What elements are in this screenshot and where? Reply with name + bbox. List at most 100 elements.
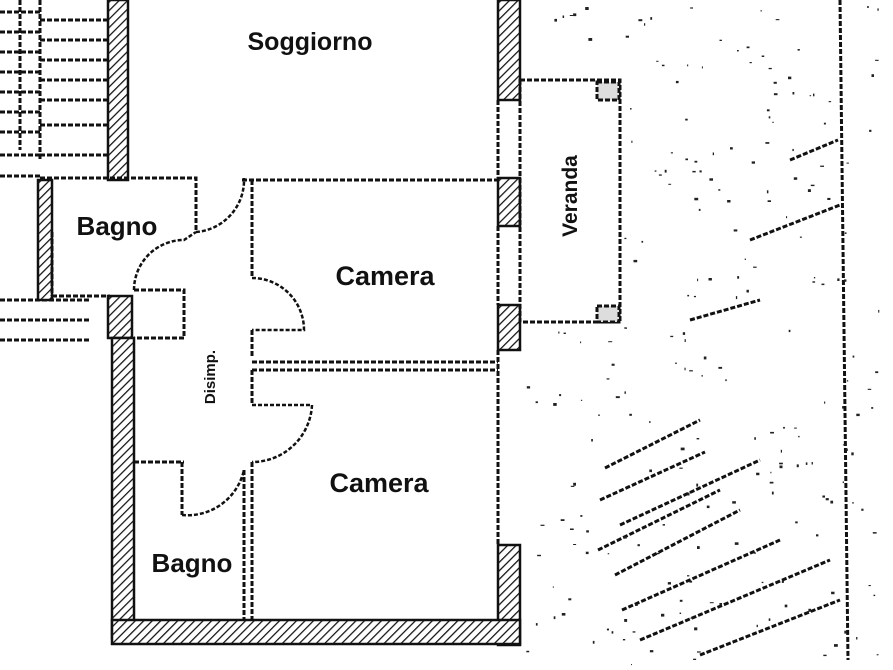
noise-speck — [624, 327, 627, 329]
noise-speck — [823, 122, 826, 125]
noise-speck — [871, 407, 874, 409]
noise-speck — [719, 39, 722, 41]
noise-speck — [552, 586, 554, 588]
noise-speck — [696, 438, 700, 440]
noise-speck — [822, 495, 825, 498]
noise-speck — [867, 388, 872, 390]
noise-speck — [846, 380, 849, 382]
noise-speck — [766, 109, 770, 112]
noise-speck — [606, 628, 609, 631]
noise-speck — [869, 129, 872, 132]
noise-speck — [553, 616, 556, 620]
noise-speck — [560, 519, 565, 521]
noise-speck — [784, 604, 788, 608]
noise-speck — [592, 640, 595, 644]
noise-speck — [568, 598, 572, 601]
noise-speck — [625, 35, 629, 38]
label-soggiorno: Soggiorno — [248, 28, 373, 56]
noise-speck — [831, 591, 835, 595]
label-camera-upper: Camera — [335, 261, 435, 291]
noise-speck — [760, 10, 762, 12]
noise-speck — [685, 118, 688, 121]
noise-speck — [561, 613, 566, 616]
noise-speck — [709, 602, 714, 604]
noise-speck — [662, 524, 665, 526]
noise-speck — [730, 147, 733, 150]
noise-speck — [697, 278, 699, 282]
noise-speck — [554, 18, 557, 22]
noise-speck — [825, 498, 829, 501]
noise-speck — [878, 309, 880, 313]
noise-speck — [637, 544, 640, 547]
noise-speck — [680, 447, 685, 451]
noise-speck — [852, 355, 855, 358]
noise-speck — [844, 630, 847, 634]
noise-speck — [649, 650, 654, 653]
noise-speck — [635, 604, 638, 606]
label-veranda: Veranda — [559, 155, 582, 237]
noise-speck — [746, 46, 750, 49]
noise-speck — [692, 170, 696, 173]
noise-speck — [670, 335, 674, 338]
noise-speck — [770, 471, 772, 474]
noise-speck — [788, 329, 791, 333]
noise-speck — [580, 399, 583, 401]
label-camera-lower: Camera — [329, 468, 429, 498]
noise-speck — [875, 371, 879, 374]
noise-speck — [749, 62, 752, 64]
noise-speck — [780, 449, 782, 453]
noise-speck — [696, 483, 699, 487]
noise-speck — [701, 66, 703, 69]
noise-speck — [844, 232, 847, 234]
noise-speck — [624, 237, 627, 240]
noise-speck — [540, 524, 545, 526]
noise-speck — [668, 183, 672, 185]
noise-speck — [756, 624, 758, 628]
noise-speck — [746, 289, 749, 293]
noise-speck — [737, 276, 740, 279]
noise-speck — [633, 259, 638, 263]
noise-speck — [781, 580, 784, 583]
noise-speck — [834, 644, 838, 647]
noise-speck — [808, 608, 811, 612]
noise-speck — [697, 546, 700, 549]
noise-speck — [768, 116, 771, 119]
noise-speck — [649, 469, 652, 473]
noise-speck — [805, 462, 808, 465]
noise-speck — [641, 240, 644, 243]
noise-speck — [754, 437, 756, 440]
noise-speck — [765, 142, 770, 144]
noise-speck — [766, 190, 769, 194]
noise-speck — [687, 575, 690, 577]
noise-speck — [813, 93, 815, 97]
noise-speck — [732, 501, 736, 504]
noise-speck — [856, 637, 858, 640]
noise-speck — [871, 74, 874, 77]
noise-speck — [779, 465, 783, 469]
noise-speck — [767, 200, 771, 202]
noise-speck — [701, 375, 703, 377]
noise-speck — [733, 229, 738, 232]
noise-speck — [794, 427, 797, 429]
noise-speck — [744, 258, 746, 260]
noise-speck — [562, 15, 565, 18]
noise-speck — [851, 452, 854, 456]
noise-speck — [606, 378, 610, 380]
noise-speck — [649, 421, 651, 423]
noise-speck — [586, 530, 589, 533]
noise-speck — [650, 17, 653, 20]
noise-speck — [867, 6, 869, 8]
noise-speck — [608, 341, 613, 343]
noise-speck — [779, 462, 783, 465]
noise-speck — [611, 363, 615, 366]
noise-speck — [768, 618, 771, 621]
noise-speck — [699, 170, 702, 173]
noise-speck — [693, 295, 696, 298]
noise-speck — [573, 544, 577, 545]
noise-speck — [675, 80, 679, 84]
label-bagno-lower: Bagno — [152, 548, 233, 578]
noise-speck — [580, 341, 582, 344]
noise-speck — [638, 19, 643, 22]
noise-speck — [837, 278, 840, 281]
